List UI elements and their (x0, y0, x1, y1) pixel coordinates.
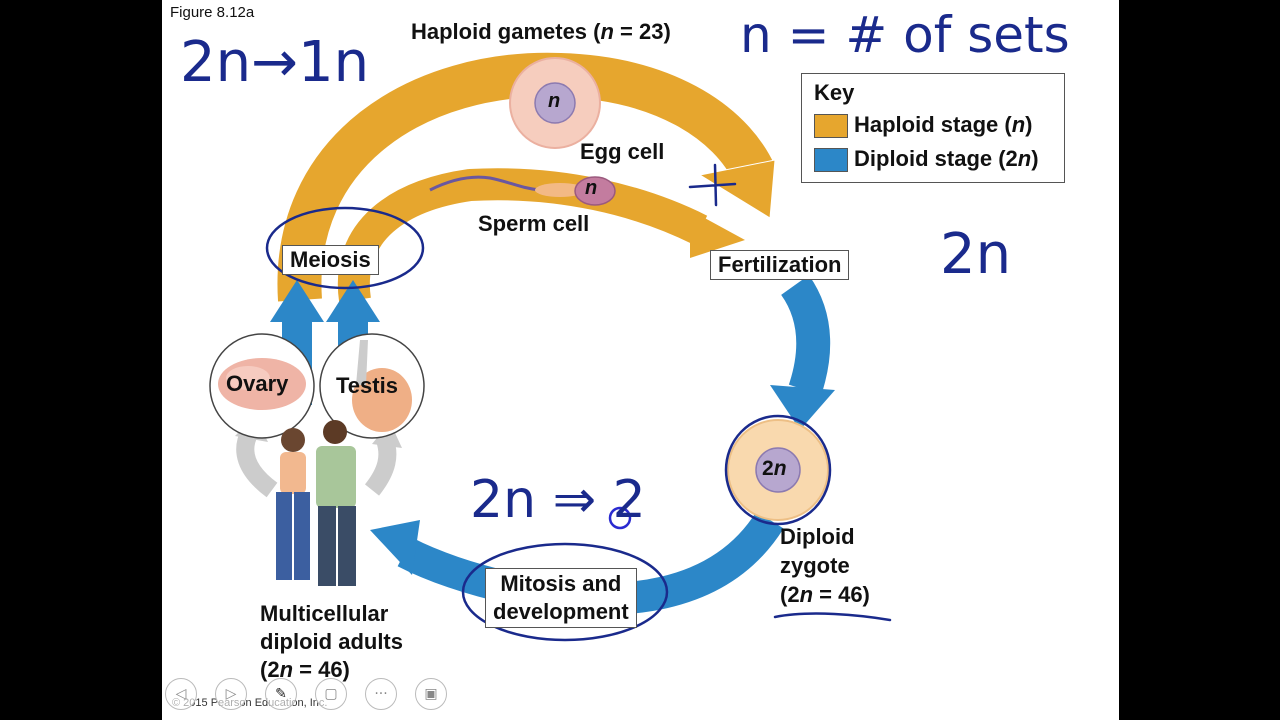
adults-line1: Multicellular (260, 601, 389, 626)
present-icon[interactable]: ▣ (415, 678, 447, 710)
adults-label: Multicellular diploid adults (2n = 46) (260, 600, 403, 684)
ink-text-right: 2n (940, 222, 1012, 287)
ink-text-center: 2n ⇒ 2 (470, 470, 646, 530)
zygote-ink-underline (773, 612, 892, 622)
mitosis-line1: Mitosis and (500, 571, 622, 596)
forward-arrow-icon[interactable]: ▷ (215, 678, 247, 710)
more-icon[interactable]: ··· (365, 678, 397, 710)
title-prefix: Haploid gametes ( (411, 19, 601, 44)
diagram-title: Haploid gametes (n = 23) (411, 19, 671, 45)
zygote-line3-pre: (2 (780, 582, 800, 607)
adults-graphic (276, 420, 356, 586)
pen-icon[interactable]: ✎ (265, 678, 297, 710)
egg-cell-graphic (509, 57, 601, 149)
diploid-arrow-fertilization (770, 275, 835, 430)
figure-label: Figure 8.12a (170, 4, 255, 21)
adults-line3: (2n = 46) (260, 656, 403, 684)
zygote-graphic (727, 419, 829, 521)
ink-annotations (265, 163, 892, 642)
key-haploid-pre: Haploid stage ( (854, 112, 1012, 137)
adults-line3-pre: (2 (260, 657, 280, 682)
testis-graphic (319, 333, 425, 439)
zygote-label: Diploid zygote (2n = 46) (780, 522, 870, 609)
mitosis-ink-circle (461, 542, 669, 642)
egg-nucleus-label: n (548, 90, 561, 112)
ink-text-top-right: n = # of sets (740, 6, 1070, 64)
ovary-graphic (209, 333, 315, 439)
cursor-circle (608, 506, 632, 530)
zygote-line3: (2n = 46) (780, 580, 870, 609)
key-haploid-var: n (1011, 112, 1026, 137)
sperm-cell-label: Sperm cell (478, 211, 590, 236)
ovary-label: Ovary (226, 371, 289, 396)
mitosis-line2: development (493, 599, 629, 624)
ink-text-top-left: 2n→1n (180, 30, 370, 95)
key-diploid-post: ) (1031, 146, 1039, 171)
key-swatch-haploid (814, 114, 848, 138)
meiosis-label: Meiosis (282, 245, 379, 275)
zygote-nucleus-label: 2n (762, 457, 787, 481)
mitosis-development-label: Mitosis and development (485, 568, 637, 628)
zygote-line1: Diploid (780, 524, 855, 549)
sperm-nucleus-label: n (585, 177, 598, 199)
adults-line3-var: n (279, 657, 294, 682)
title-suffix: = 23) (613, 19, 671, 44)
plus-mark (688, 163, 737, 207)
key-diploid-pre: Diploid stage (2 (854, 146, 1018, 171)
zygote-line3-post: = 46) (813, 582, 870, 607)
title-var: n (600, 19, 614, 44)
testis-label: Testis (336, 373, 398, 398)
back-arrow-icon[interactable]: ◁ (165, 678, 197, 710)
zygote-nucleus-num: 2 (762, 457, 774, 480)
sperm-cell-graphic (429, 175, 616, 206)
key-item-diploid: Diploid stage (2n) (854, 146, 1039, 172)
slide-toolbar: ◁ ▷ ✎ ▢ ··· ▣ (165, 678, 447, 710)
key-haploid-post: ) (1025, 112, 1033, 137)
zygote-ink-circle (724, 414, 832, 526)
key-title: Key (814, 80, 855, 105)
haploid-inner-arrow (337, 168, 745, 303)
adults-line2: diploid adults (260, 629, 403, 654)
zygote-line3-var: n (799, 582, 814, 607)
egg-cell-label: Egg cell (580, 139, 665, 164)
zygote-nucleus-var: n (773, 457, 787, 480)
key-item-haploid: Haploid stage (n) (854, 112, 1032, 138)
key-swatch-diploid (814, 148, 848, 172)
key-box: Key Haploid stage (n) Diploid stage (2n) (801, 73, 1065, 183)
pages-icon[interactable]: ▢ (315, 678, 347, 710)
fertilization-label: Fertilization (710, 250, 850, 280)
zygote-line2: zygote (780, 553, 850, 578)
meiosis-ink-circle (265, 206, 425, 290)
adults-line3-post: = 46) (293, 657, 350, 682)
key-diploid-var: n (1017, 146, 1032, 171)
